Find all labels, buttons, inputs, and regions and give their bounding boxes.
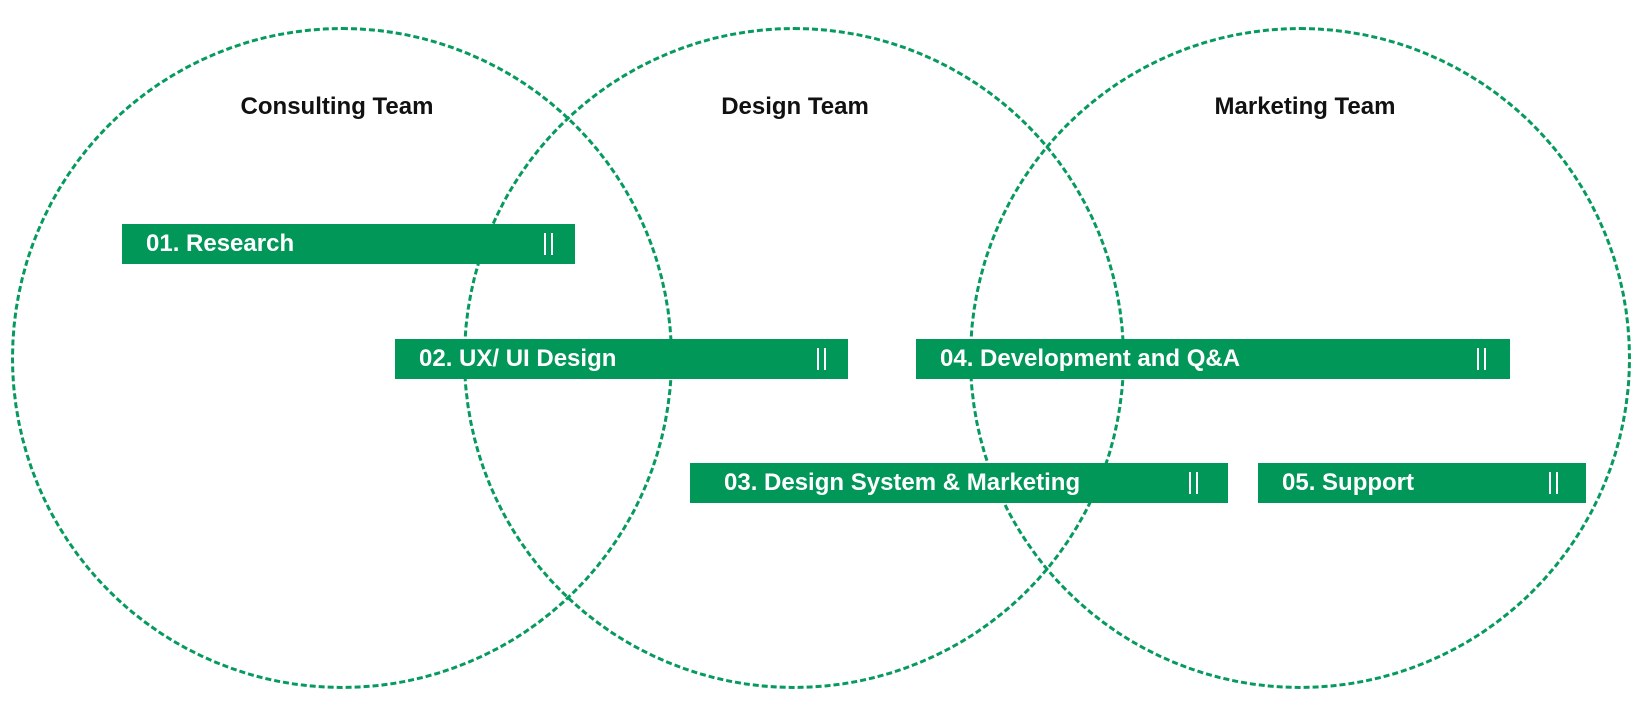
phase-bar-support: 05. Support xyxy=(1258,463,1586,503)
phase-bar-ux-ui-design: 02. UX/ UI Design xyxy=(395,339,848,379)
phase-label: 03. Design System & Marketing xyxy=(724,469,1081,496)
phase-bar-design-system-marketing: 03. Design System & Marketing xyxy=(690,463,1228,503)
phase-bar-research: 01. Research xyxy=(122,224,575,264)
marketing-team-label: Marketing Team xyxy=(1214,93,1396,120)
pause-icon xyxy=(817,339,826,379)
pause-icon xyxy=(1189,463,1198,503)
pause-icon xyxy=(544,224,553,264)
pause-icon xyxy=(1477,339,1486,379)
consulting-team-label: Consulting Team xyxy=(240,93,434,120)
phase-bar-development-qa: 04. Development and Q&A xyxy=(916,339,1510,379)
design-team-label: Design Team xyxy=(721,93,869,120)
phase-label: 01. Research xyxy=(146,230,295,257)
pause-icon xyxy=(1549,463,1558,503)
phase-label: 02. UX/ UI Design xyxy=(419,345,617,372)
phase-label: 05. Support xyxy=(1282,469,1415,496)
phase-label: 04. Development and Q&A xyxy=(940,345,1241,372)
